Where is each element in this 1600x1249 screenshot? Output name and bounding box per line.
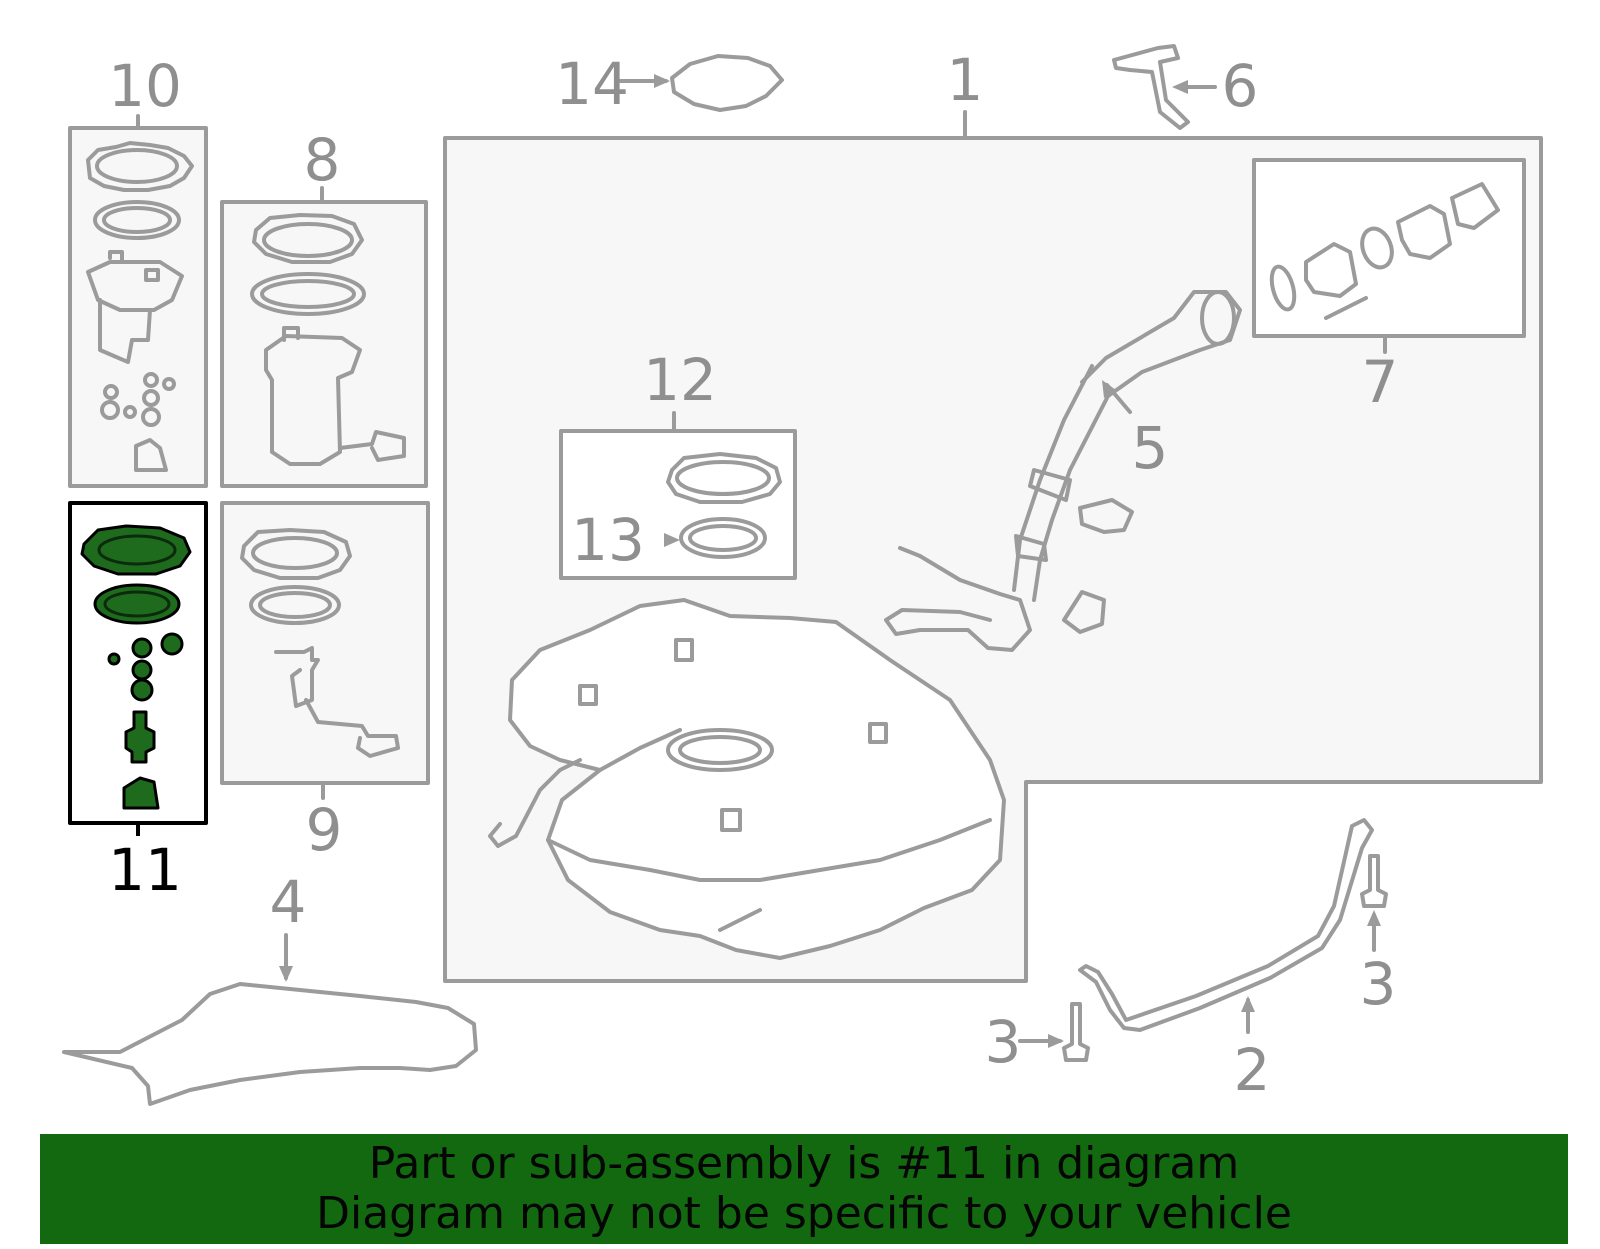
part-9-parts: [240, 528, 400, 758]
part-12-parts: [666, 452, 782, 559]
callout-5: 5: [1132, 414, 1169, 482]
callout-7: 7: [1362, 348, 1399, 416]
callout-10: 10: [108, 52, 182, 120]
callout-3-right: 3: [1360, 950, 1397, 1018]
banner-line-2: Diagram may not be specific to your vehi…: [316, 1188, 1292, 1239]
callout-12: 12: [643, 346, 717, 414]
part-6: [1112, 44, 1190, 130]
assembly-box-12: [559, 429, 797, 580]
callout-11: 11: [108, 836, 182, 904]
callout-9: 9: [306, 796, 343, 864]
part-10-parts: [86, 141, 194, 472]
callout-14: 14: [555, 50, 629, 118]
info-banner: Part or sub-assembly is #11 in diagram D…: [40, 1134, 1568, 1244]
part-3-bolt-b: [1360, 854, 1388, 908]
callout-13: 13: [571, 506, 645, 574]
part-3-bolt-a: [1062, 1002, 1090, 1062]
callout-2: 2: [1234, 1036, 1271, 1104]
callout-3-left: 3: [985, 1008, 1022, 1076]
assembly-box-8: [220, 200, 428, 488]
assembly-box-10: [68, 126, 208, 488]
part-4-heat-shield: [62, 982, 478, 1106]
part-14: [670, 54, 784, 112]
assembly-box-7: [1252, 158, 1526, 338]
callout-4: 4: [270, 868, 307, 936]
callout-6: 6: [1222, 52, 1259, 120]
callout-1: 1: [947, 46, 984, 114]
part-2-strap: [1078, 818, 1374, 1032]
callout-8: 8: [304, 126, 341, 194]
banner-line-1: Part or sub-assembly is #11 in diagram: [368, 1138, 1240, 1189]
part-5-filler-neck: [884, 290, 1242, 652]
part-7-parts: [1269, 182, 1500, 320]
part-11-highlighted: [68, 501, 208, 836]
part-1-fuel-tank: [488, 598, 1006, 960]
part-8-parts: [250, 213, 406, 466]
